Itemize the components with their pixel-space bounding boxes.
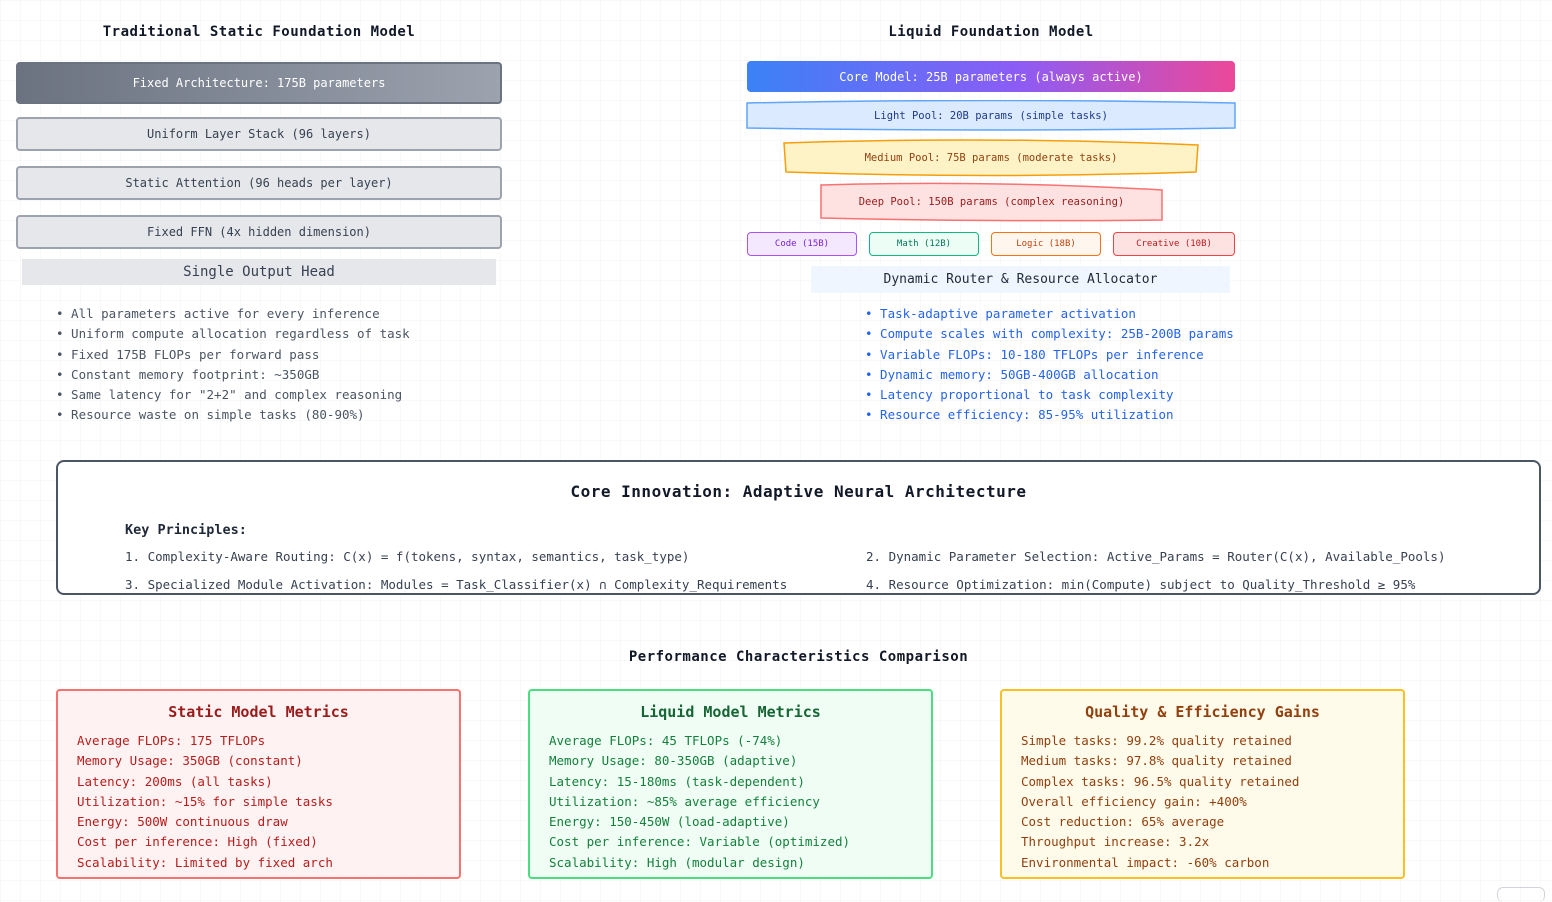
liquid-model-title: Liquid Foundation Model (888, 24, 1094, 40)
liquid-metrics-title: Liquid Model Metrics (640, 703, 821, 721)
metric-line: Scalability: Limited by fixed arch (77, 854, 333, 870)
principle-3: 3. Specialized Module Activation: Module… (125, 577, 788, 592)
principle-4: 4. Resource Optimization: min(Compute) s… (866, 577, 1416, 592)
medium-pool: Medium Pool: 75B params (moderate tasks) (783, 139, 1199, 177)
metric-line: Average FLOPs: 45 TFLOPs (-74%) (549, 733, 783, 748)
metric-line: Energy: 500W continuous draw (77, 814, 288, 830)
static-bullet: • Same latency for "2+2" and complex rea… (56, 387, 403, 403)
static-bullet: • Constant memory footprint: ~350GB (56, 366, 320, 382)
metric-line: Cost per inference: Variable (optimized) (549, 834, 851, 850)
static-bullet: • All parameters active for every infere… (56, 306, 380, 321)
liquid-model-bullets: • Task-adaptive parameter activation • C… (865, 304, 1234, 426)
creative-module: Creative (10B) (1113, 232, 1235, 256)
metric-line: Simple tasks: 99.2% quality retained (1021, 733, 1292, 748)
liquid-bullet: • Resource efficiency: 85-95% utilizatio… (865, 407, 1174, 423)
static-bullet: • Uniform compute allocation regardless … (56, 326, 410, 342)
gains-card: Quality & Efficiency Gains Simple tasks:… (1000, 689, 1405, 879)
deep-pool: Deep Pool: 150B params (complex reasonin… (819, 182, 1164, 222)
liquid-bullet: • Variable FLOPs: 10-180 TFLOPs per infe… (865, 346, 1204, 362)
light-pool-shape (746, 100, 1236, 131)
metric-line: Latency: 15-180ms (task-dependent) (549, 773, 805, 789)
metric-line: Environmental impact: -60% carbon (1021, 854, 1270, 870)
static-attention-box: Static Attention (96 heads per layer) (16, 166, 502, 200)
metric-line: Cost reduction: 65% average (1021, 814, 1225, 830)
liquid-metrics-list: Average FLOPs: 45 TFLOPs (-74%) Memory U… (549, 731, 850, 873)
static-bullet: • Resource waste on simple tasks (80-90%… (56, 407, 365, 423)
logic-module: Logic (18B) (991, 232, 1101, 256)
metric-line: Medium tasks: 97.8% quality retained (1021, 753, 1292, 769)
deep-pool-shape (820, 182, 1163, 222)
deep-pool-label: Deep Pool: 150B params (complex reasonin… (858, 196, 1125, 208)
performance-title: Performance Characteristics Comparison (628, 649, 969, 665)
liquid-metrics-card: Liquid Model Metrics Average FLOPs: 45 T… (528, 689, 933, 879)
metric-line: Utilization: ~15% for simple tasks (77, 793, 333, 809)
static-model-bullets: • All parameters active for every infere… (56, 304, 410, 426)
metric-line: Utilization: ~85% average efficiency (549, 793, 820, 809)
liquid-bullet: • Compute scales with complexity: 25B-20… (865, 326, 1234, 342)
code-module: Code (15B) (747, 232, 857, 256)
metric-line: Overall efficiency gain: +400% (1021, 793, 1247, 809)
principle-2: 2. Dynamic Parameter Selection: Active_P… (866, 549, 1446, 564)
dynamic-router: Dynamic Router & Resource Allocator (811, 266, 1230, 293)
math-module: Math (12B) (869, 232, 979, 256)
liquid-bullet: • Dynamic memory: 50GB-400GB allocation (865, 366, 1159, 382)
fixed-architecture-box: Fixed Architecture: 175B parameters (16, 62, 502, 104)
metric-line: Complex tasks: 96.5% quality retained (1021, 773, 1300, 789)
liquid-bullet: • Latency proportional to task complexit… (865, 387, 1174, 403)
metric-line: Energy: 150-450W (load-adaptive) (549, 814, 790, 830)
uniform-layer-stack-box: Uniform Layer Stack (96 layers) (16, 117, 502, 151)
medium-pool-shape (783, 139, 1199, 177)
gains-title: Quality & Efficiency Gains (1085, 703, 1320, 721)
core-model-box: Core Model: 25B parameters (always activ… (747, 61, 1235, 92)
static-model-title: Traditional Static Foundation Model (102, 24, 416, 40)
static-metrics-card: Static Model Metrics Average FLOPs: 175 … (56, 689, 461, 879)
principle-1: 1. Complexity-Aware Routing: C(x) = f(to… (125, 549, 690, 564)
single-output-head: Single Output Head (22, 259, 496, 285)
medium-pool-label: Medium Pool: 75B params (moderate tasks) (864, 152, 1118, 164)
metric-line: Memory Usage: 80-350GB (adaptive) (549, 753, 798, 769)
metric-line: Average FLOPs: 175 TFLOPs (77, 733, 266, 748)
metric-line: Memory Usage: 350GB (constant) (77, 753, 303, 769)
innovation-title: Core Innovation: Adaptive Neural Archite… (570, 481, 1027, 501)
corner-control[interactable] (1497, 887, 1545, 902)
static-bullet: • Fixed 175B FLOPs per forward pass (56, 346, 320, 362)
fixed-ffn-box: Fixed FFN (4x hidden dimension) (16, 215, 502, 249)
gains-list: Simple tasks: 99.2% quality retained Med… (1021, 731, 1299, 873)
metric-line: Latency: 200ms (all tasks) (77, 773, 273, 789)
liquid-bullet: • Task-adaptive parameter activation (865, 306, 1136, 321)
static-metrics-list: Average FLOPs: 175 TFLOPs Memory Usage: … (77, 731, 333, 873)
static-metrics-title: Static Model Metrics (168, 703, 349, 721)
light-pool: Light Pool: 20B params (simple tasks) (746, 100, 1236, 132)
key-principles-heading: Key Principles: (125, 522, 247, 538)
metric-line: Throughput increase: 3.2x (1021, 834, 1210, 850)
metric-line: Scalability: High (modular design) (549, 854, 805, 870)
light-pool-label: Light Pool: 20B params (simple tasks) (874, 110, 1108, 122)
core-innovation-box: Core Innovation: Adaptive Neural Archite… (56, 460, 1541, 595)
metric-line: Cost per inference: High (fixed) (77, 834, 318, 850)
